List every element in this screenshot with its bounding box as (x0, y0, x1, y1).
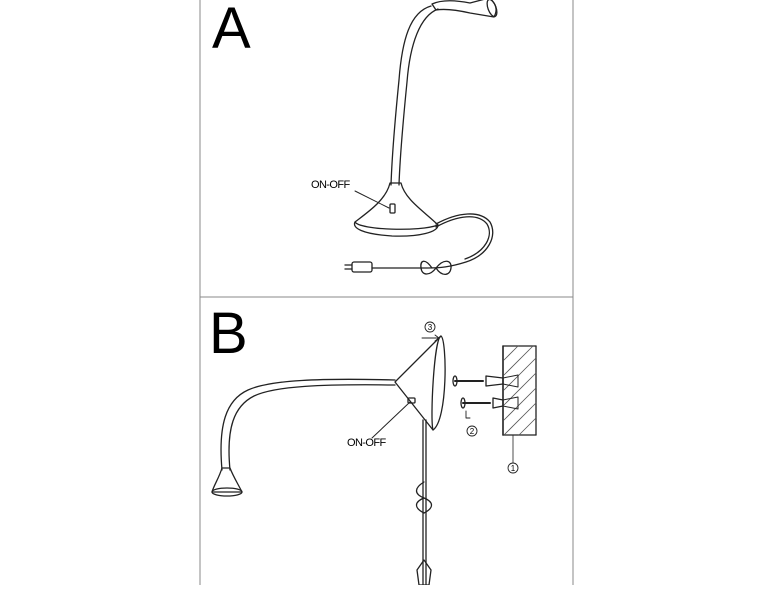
screws-anchors (452, 374, 519, 419)
panel-b-wall-lamp: 3 2 1 ON-OFF (211, 321, 537, 586)
power-cord-a (344, 213, 494, 276)
lamp-base-a (353, 182, 439, 237)
panel-frames (199, 0, 574, 586)
step-marker-3: 3 (428, 323, 433, 332)
wall-plate-b (394, 335, 446, 431)
gooseneck-a (390, 5, 439, 186)
panel-letter-b: B (209, 301, 248, 366)
gooseneck-b (220, 378, 396, 471)
on-off-label-a: ON-OFF (311, 179, 350, 191)
on-off-switch-a (389, 203, 396, 214)
power-cord-b (415, 419, 433, 586)
lamp-head-a (431, 0, 498, 18)
on-off-label-b: ON-OFF (347, 437, 386, 449)
plug-a (351, 261, 373, 273)
step-markers (421, 321, 519, 474)
lamp-head-b (211, 467, 243, 497)
panel-a-desk-lamp: ON-OFF (311, 0, 498, 276)
step-marker-2: 2 (470, 427, 475, 436)
step-marker-1: 1 (511, 464, 516, 473)
panel-letter-a: A (212, 0, 251, 61)
plug-b (416, 559, 432, 586)
on-off-switch-b (407, 397, 416, 404)
wall-section (502, 345, 537, 436)
